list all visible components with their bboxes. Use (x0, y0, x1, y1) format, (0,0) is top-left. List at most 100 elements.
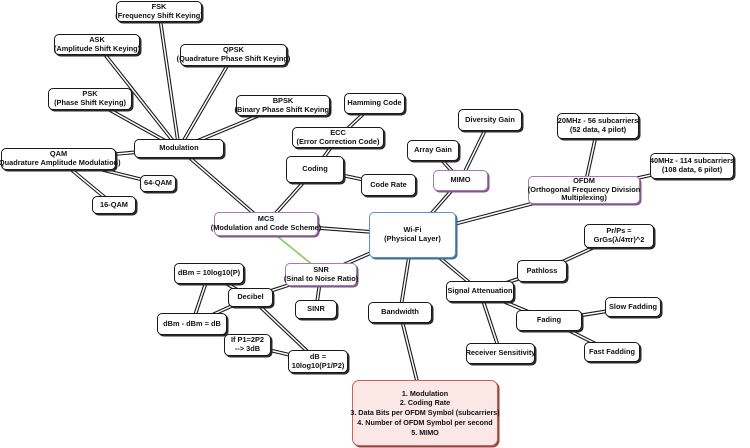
link-modulation-fsk (159, 10, 181, 149)
coding-node[interactable]: Coding (286, 156, 344, 183)
db-label-0: dB = (309, 351, 327, 361)
snr-label-1: (Sinal to Noise Ratio) (283, 273, 359, 283)
p1p2-label-0: If P1=2P2 (230, 335, 265, 345)
wifi-node[interactable]: Wi-Fi(Physical Layer) (369, 212, 456, 258)
summary-label-4: 5. MIMO (411, 427, 439, 437)
decibel-label-0: Decibel (237, 292, 264, 302)
qpsk-node[interactable]: QPSK(Quadrature Phase Shift Keying) (177, 44, 290, 66)
wifi-label-1: (Physical Layer) (384, 234, 441, 243)
mhz40-label-0: 40MHz - 114 subcarriers (649, 156, 735, 166)
fsk-label-0: FSK (151, 1, 167, 11)
atten-label-0: Signal Attenuation (447, 286, 513, 296)
ecc-label-0: ECC (330, 127, 346, 137)
qam-node[interactable]: QAM(Quadrature Amplitude Modulation) (0, 148, 121, 170)
fsk-node[interactable]: FSK(Frequency Shift Keying) (115, 1, 203, 22)
rxsens-label-0: Receiver Sensitivity (465, 348, 536, 358)
pathloss-node[interactable]: Pathloss (517, 260, 567, 282)
fading-node[interactable]: Fading (516, 310, 582, 331)
slowfading-label-0: Slow Fadding (608, 301, 658, 311)
decibel-node[interactable]: Decibel (228, 288, 273, 307)
summary-label-3: 4. Number of OFDM Symbol per second (357, 417, 493, 427)
diversity-gain-node[interactable]: Diversity Gain (458, 109, 522, 131)
ask-label-0: ASK (89, 34, 105, 44)
db-node[interactable]: dB =10log10(P1/P2) (288, 350, 348, 373)
prps-label-0: Pr/Ps = (606, 226, 632, 236)
ofdm-label-2: Multiplexing) (561, 193, 607, 203)
p1-equals-2p2-node[interactable]: If P1=2P2--> 3dB (224, 334, 271, 356)
bandwidth-label-0: Bandwidth (381, 307, 419, 317)
pathloss-label-0: Pathloss (526, 265, 558, 275)
friis-formula-node[interactable]: Pr/Ps =GrGs(λ/4πr)^2 (584, 224, 654, 248)
wifi-label-0: Wi-Fi (403, 225, 422, 235)
modulation-node[interactable]: Modulation (134, 139, 224, 158)
ofdm-label-1: (Orthogonal Frequency Division (527, 184, 641, 194)
coderate-label-0: Code Rate (370, 179, 407, 189)
summary-label-1: 2. Coding Rate (399, 398, 451, 408)
bpsk-node[interactable]: BPSK(Binary Phase Shift Keying) (234, 95, 332, 116)
hamming-code-node[interactable]: Hamming Code (344, 93, 405, 114)
qpsk-label-0: QPSK (223, 45, 244, 55)
mhz40-label-1: (108 data, 6 pilot) (661, 165, 723, 174)
summary-label-0: 1. Modulation (401, 388, 449, 398)
hamming-label-0: Hamming Code (347, 98, 402, 108)
ofdm-label-0: OFDM (573, 175, 595, 185)
qam-label-1: (Quadrature Amplitude Modulation) (0, 158, 121, 167)
ecc-node[interactable]: ECC(Error Correction Code) (292, 127, 384, 148)
fast-fading-node[interactable]: Fast Fadding (584, 342, 640, 362)
signal-attenuation-node[interactable]: Signal Attenuation (446, 281, 514, 302)
ask-node[interactable]: ASK(Amplitude Shift Keying) (54, 34, 140, 55)
qam64-node[interactable]: 64-QAM (140, 175, 176, 192)
prps-label-1: GrGs(λ/4πr)^2 (593, 235, 645, 244)
mcs-label-0: MCS (257, 214, 275, 224)
bpsk-label-0: BPSK (272, 95, 294, 105)
qam16-label-0: 16-QAM (100, 199, 128, 209)
qam-label-0: QAM (49, 149, 68, 159)
slow-fading-node[interactable]: Slow Fadding (605, 297, 661, 317)
link-modulation-qpsk-b (177, 53, 233, 149)
sinr-node[interactable]: SINR (295, 300, 337, 319)
code-rate-node[interactable]: Code Rate (361, 174, 416, 196)
fastfading-label-0: Fast Fadding (589, 346, 635, 356)
mhz20-label-0: 20MHz - 56 subcarriers (557, 116, 639, 126)
bpsk-label-1: (Binary Phase Shift Keying) (234, 104, 332, 114)
mhz20-label-1: (52 data, 4 pilot) (569, 125, 627, 134)
ask-label-1: (Amplitude Shift Keying) (53, 43, 141, 53)
link-mcs-snr-green (271, 231, 318, 270)
mcs-label-1: (Modulation and Code Scheme) (210, 223, 322, 232)
dbm-difference-node[interactable]: dBm - dBm = dB (157, 313, 227, 335)
psk-label-1: (Phase Shift Keying) (54, 98, 126, 107)
dbm-label-0: dBm = 10log10(P) (177, 268, 241, 278)
coding-label-0: Coding (302, 164, 328, 174)
ecc-label-1: (Error Correction Code) (296, 136, 380, 146)
link-mcs-modulation (179, 146, 268, 224)
sinr-label-0: SINR (307, 304, 325, 314)
link-modulation-ask-b (95, 44, 179, 150)
link-modulation-ask (97, 43, 181, 149)
qam16-node[interactable]: 16-QAM (92, 196, 136, 214)
fading-label-0: Fading (536, 315, 562, 325)
qpsk-label-1: (Quadrature Phase Shift Keying) (176, 54, 291, 63)
p1p2-label-1: --> 3dB (234, 344, 261, 353)
bandwidth-node[interactable]: Bandwidth (368, 302, 432, 323)
array-gain-node[interactable]: Array Gain (407, 140, 459, 161)
db-label-1: 10log10(P1/P2) (291, 360, 345, 370)
modulation-label-0: Modulation (159, 143, 199, 153)
link-modulation-qpsk (179, 55, 236, 150)
array-label-0: Array Gain (414, 145, 452, 155)
fsk-label-1: (Frequency Shift Keying) (115, 10, 203, 20)
mimo-node[interactable]: MIMO (433, 170, 488, 191)
diversity-label-0: Diversity Gain (465, 114, 515, 124)
dbmdiff-label-0: dBm - dBm = dB (163, 318, 221, 328)
link-decibel-db-b (250, 296, 320, 362)
snr-node[interactable]: SNR(Sinal to Noise Ratio) (283, 263, 359, 286)
mcs-node[interactable]: MCS(Modulation and Code Scheme) (210, 212, 322, 236)
psk-node[interactable]: PSK(Phase Shift Keying) (48, 88, 132, 110)
mimo-label-0: MIMO (450, 175, 471, 185)
40mhz-node[interactable]: 40MHz - 114 subcarriers(108 data, 6 pilo… (650, 153, 734, 179)
20mhz-node[interactable]: 20MHz - 56 subcarriers(52 data, 4 pilot) (557, 113, 639, 139)
dbm-node[interactable]: dBm = 10log10(P) (174, 263, 244, 284)
receiver-sensitivity-node[interactable]: Receiver Sensitivity (466, 343, 535, 364)
